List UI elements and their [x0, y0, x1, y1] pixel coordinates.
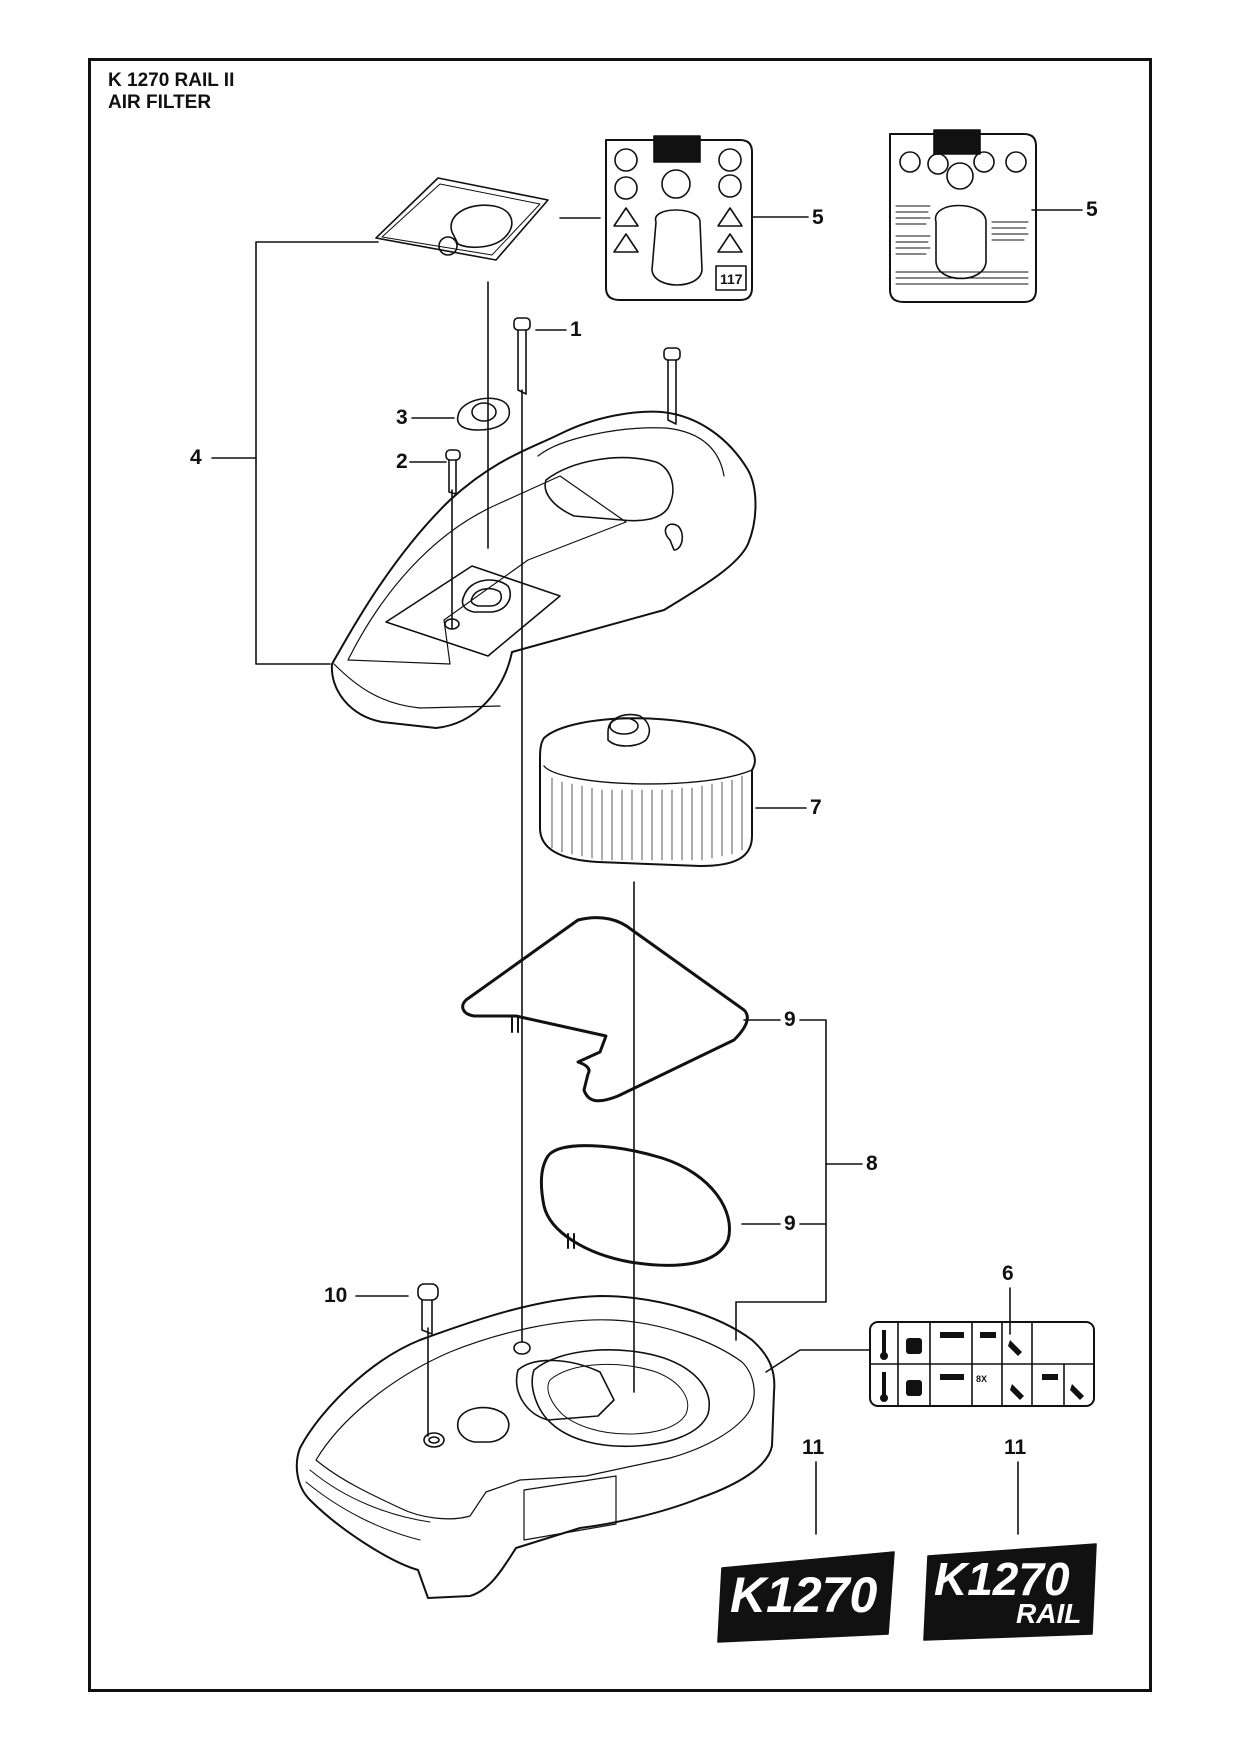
callout-9-lower: 9 — [784, 1212, 796, 1235]
callout-6: 6 — [1002, 1262, 1014, 1285]
callout-10: 10 — [324, 1284, 348, 1307]
screw-10 — [417, 1283, 439, 1335]
rail-decal-text: RAIL — [1016, 1598, 1082, 1629]
diagram-title: K 1270 RAIL II AIR FILTER — [108, 70, 234, 114]
callout-11-left: 11 — [802, 1436, 825, 1459]
model-decal-k1270 — [717, 1551, 895, 1643]
section-name: AIR FILTER — [108, 92, 212, 113]
filter-base-housing — [295, 1295, 776, 1599]
instruction-decal: 8X — [869, 1321, 1095, 1407]
sound-level-value: 117 — [720, 271, 743, 287]
filter-cover — [330, 410, 757, 729]
leader-lines — [211, 209, 1083, 1535]
callout-11-right: 11 — [1004, 1436, 1027, 1459]
callout-9-upper: 9 — [784, 1008, 796, 1031]
screw-cover-right — [663, 347, 681, 425]
callout-2: 2 — [396, 450, 408, 473]
k1270-decal-text: K1270 — [730, 1567, 878, 1623]
page-frame — [88, 58, 1152, 1692]
k1270-rail-decal-text: K1270 — [934, 1553, 1070, 1605]
callout-7: 7 — [810, 796, 822, 819]
model-decal-k1270-rail — [923, 1543, 1097, 1641]
knob-plug — [456, 397, 511, 431]
callout-1: 1 — [570, 318, 582, 341]
air-filter-element — [539, 713, 756, 867]
warning-decal-eu: 117 — [605, 135, 753, 301]
callout-5-left: 5 — [812, 206, 824, 229]
screw-1 — [513, 317, 531, 395]
callout-4: 4 — [190, 446, 202, 469]
repeat-mark: 8X — [976, 1374, 987, 1384]
gasket-upper — [461, 916, 749, 1103]
cover-gasket — [375, 177, 549, 261]
warning-decal-us — [889, 129, 1037, 303]
callout-5-right: 5 — [1086, 198, 1098, 221]
callout-8: 8 — [866, 1152, 878, 1175]
gasket-lower — [539, 1144, 731, 1267]
model-name: K 1270 RAIL II — [108, 70, 235, 91]
screw-2 — [445, 449, 461, 495]
callout-3: 3 — [396, 406, 408, 429]
